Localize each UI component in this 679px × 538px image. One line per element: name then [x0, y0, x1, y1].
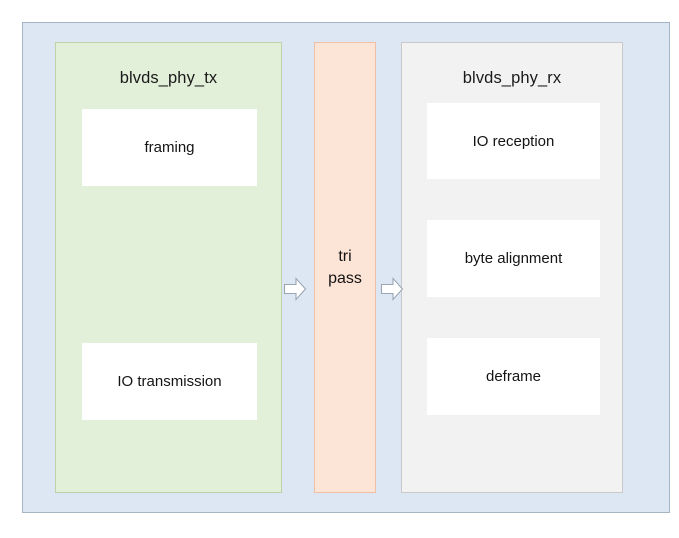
block-framing: framing — [82, 109, 257, 186]
bridge-label: tri pass — [315, 246, 375, 290]
block-io-reception: IO reception — [427, 103, 600, 179]
block-byte-alignment-label: byte alignment — [464, 250, 563, 267]
arrow-right-icon — [380, 276, 404, 302]
panel-title-tx: blvds_phy_tx — [119, 69, 218, 87]
bridge-label-line-1: tri — [338, 248, 352, 265]
block-byte-alignment: byte alignment — [427, 220, 600, 297]
block-deframe-label: deframe — [485, 368, 542, 385]
block-io-reception-label: IO reception — [472, 132, 555, 150]
bridge-label-line-2: pass — [328, 270, 362, 287]
block-io-transmission-label: IO transmission — [117, 373, 222, 390]
panel-tri-pass: tri pass — [314, 42, 376, 493]
block-deframe: deframe — [427, 338, 600, 415]
arrow-right-icon — [283, 276, 307, 302]
diagram-container: blvds_phy_tx framing IO transmission tri… — [22, 22, 670, 513]
panel-title-rx: blvds_phy_rx — [462, 69, 562, 87]
panel-blvds-phy-tx: blvds_phy_tx framing IO transmission — [55, 42, 282, 493]
block-io-transmission: IO transmission — [82, 343, 257, 420]
panel-blvds-phy-rx: blvds_phy_rx IO reception byte alignment… — [401, 42, 623, 493]
block-framing-label: framing — [144, 139, 195, 156]
